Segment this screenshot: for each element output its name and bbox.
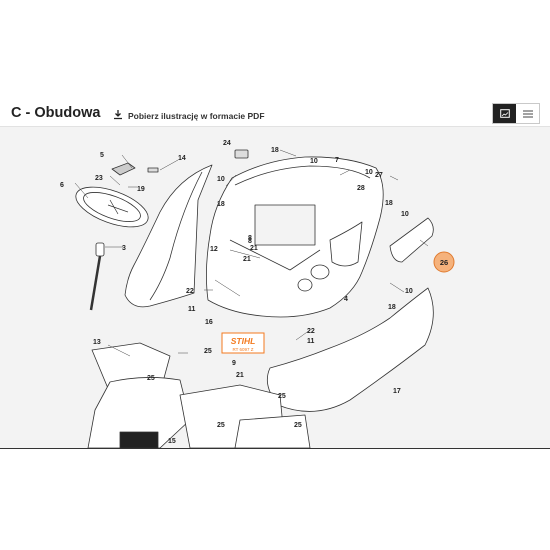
list-icon [522, 109, 533, 118]
callout-26-highlighted[interactable]: 26 [433, 251, 455, 273]
view-toggle [492, 103, 540, 124]
fender-part [266, 287, 434, 412]
callout-22[interactable]: 22 [307, 328, 315, 335]
callout-12[interactable]: 12 [210, 246, 218, 253]
content-bottom-border [0, 448, 550, 449]
callout-18[interactable]: 18 [388, 304, 396, 311]
callout-27[interactable]: 27 [375, 172, 383, 179]
callout-10[interactable]: 10 [365, 169, 373, 176]
header-divider [0, 126, 550, 127]
callout-8[interactable]: 8 [248, 238, 252, 245]
callout-25[interactable]: 25 [217, 422, 225, 429]
model-text: RT 6097 Z [232, 347, 253, 352]
callout-18[interactable]: 18 [217, 201, 225, 208]
download-icon [113, 109, 123, 122]
callout-10[interactable]: 10 [217, 176, 225, 183]
image-icon [499, 109, 510, 118]
callout-11[interactable]: 11 [307, 338, 315, 345]
callout-15[interactable]: 15 [168, 438, 176, 445]
callout-21[interactable]: 21 [243, 256, 251, 263]
callout-25[interactable]: 25 [147, 375, 155, 382]
callout-11[interactable]: 11 [188, 306, 196, 313]
parts-diagram: 5 14 23 19 6 24 18 10 7 10 27 28 18 10 1… [0, 127, 550, 448]
steering-shaft-part [95, 242, 105, 257]
callout-8[interactable]: 8 [248, 235, 252, 242]
stihl-decal-part: STIHL RT 6097 Z [221, 332, 265, 354]
callout-22[interactable]: 22 [186, 288, 194, 295]
callout-19[interactable]: 19 [137, 186, 145, 193]
callout-28[interactable]: 28 [357, 185, 365, 192]
callout-5[interactable]: 5 [100, 152, 104, 159]
callout-21[interactable]: 21 [236, 372, 244, 379]
list-view-button[interactable] [516, 104, 539, 123]
callout-13[interactable]: 13 [93, 339, 101, 346]
callout-21[interactable]: 21 [250, 245, 258, 252]
page-title: C - Obudowa [11, 105, 101, 121]
callout-23[interactable]: 23 [95, 175, 103, 182]
left-panel-part [124, 164, 213, 308]
download-pdf-label: Pobierz ilustrację w formacie PDF [128, 110, 265, 121]
callout-4[interactable]: 4 [344, 296, 348, 303]
brand-text: STIHL [231, 336, 256, 346]
callout-6[interactable]: 6 [60, 182, 64, 189]
callout-7[interactable]: 7 [335, 157, 339, 164]
callout-10[interactable]: 10 [405, 288, 413, 295]
access-panel-part [389, 217, 434, 263]
callout-14[interactable]: 14 [178, 155, 186, 162]
callout-25[interactable]: 25 [278, 393, 286, 400]
callout-16[interactable]: 16 [205, 319, 213, 326]
callout-18[interactable]: 18 [385, 200, 393, 207]
callout-25[interactable]: 25 [294, 422, 302, 429]
download-pdf-link[interactable]: Pobierz ilustrację w formacie PDF [113, 109, 265, 122]
callout-10[interactable]: 10 [310, 158, 318, 165]
callout-24[interactable]: 24 [223, 140, 231, 147]
callout-10[interactable]: 10 [401, 211, 409, 218]
callout-17[interactable]: 17 [393, 388, 401, 395]
callout-9[interactable]: 9 [232, 360, 236, 367]
svg-text:26: 26 [440, 258, 448, 267]
callout-18[interactable]: 18 [271, 147, 279, 154]
callout-3[interactable]: 3 [122, 245, 126, 252]
image-view-button[interactable] [493, 104, 516, 123]
callout-25[interactable]: 25 [204, 348, 212, 355]
